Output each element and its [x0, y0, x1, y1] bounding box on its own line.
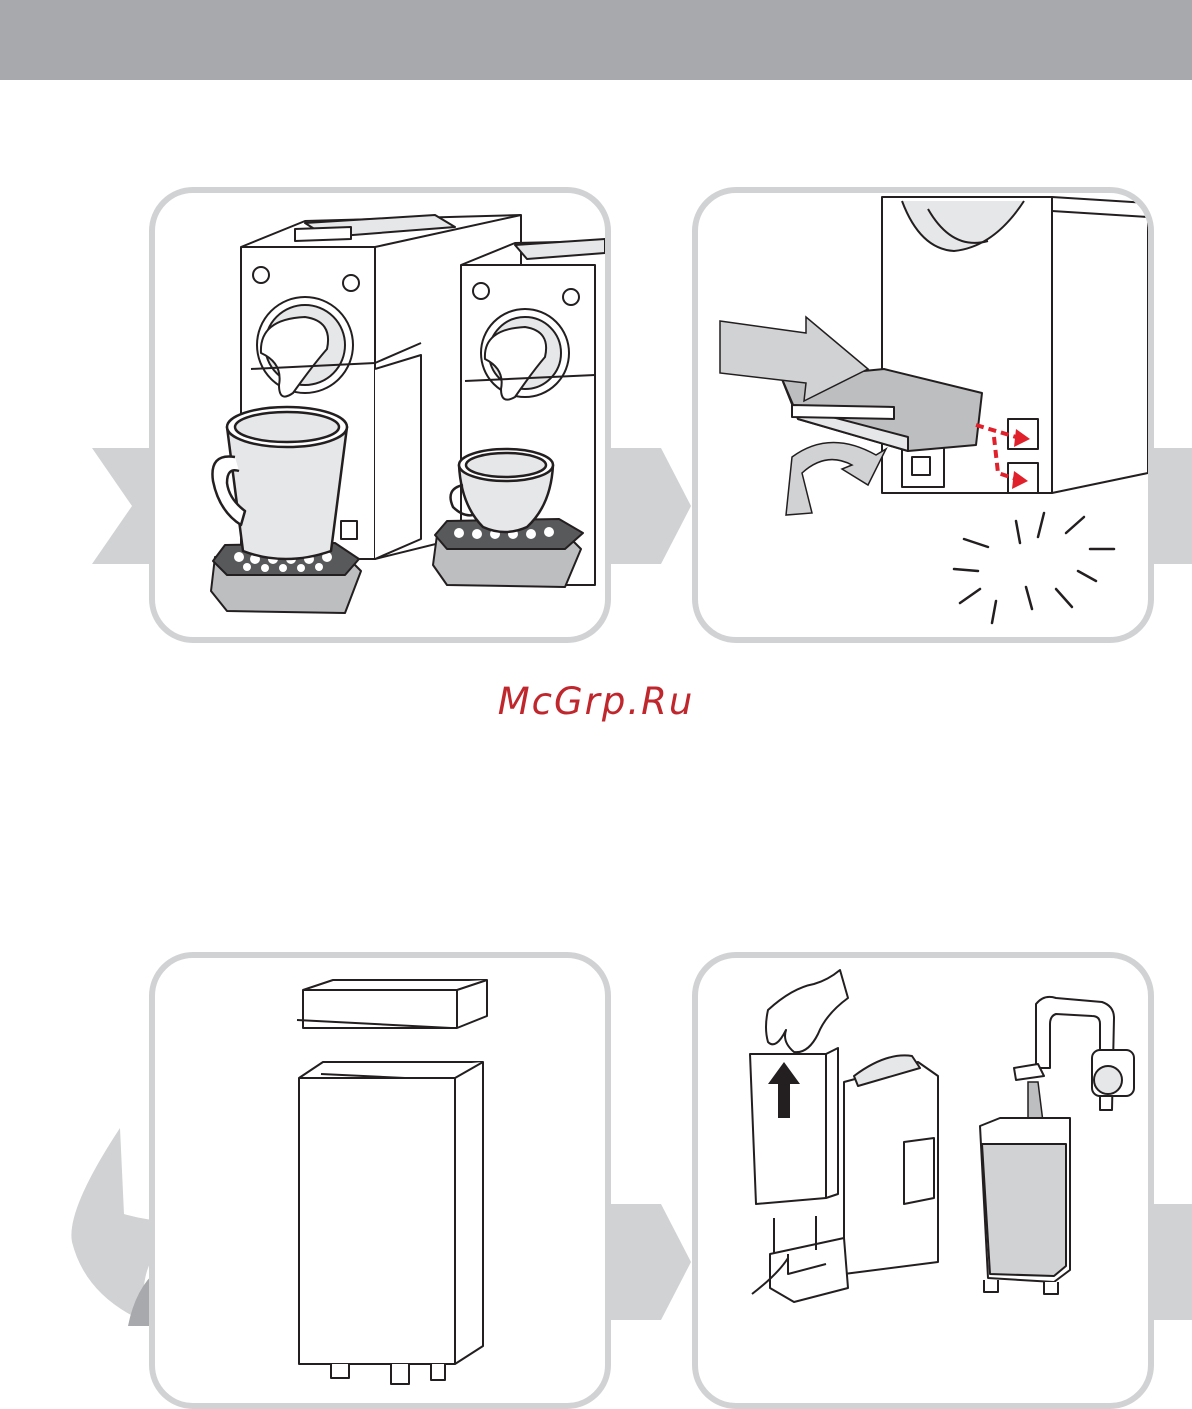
- step-arrow-icon: [1154, 1196, 1192, 1326]
- water-tank-and-lid-icon: [155, 958, 605, 1409]
- panel-cups-on-drip-tray: [149, 187, 611, 643]
- watermark: McGrp.Ru: [0, 680, 1192, 723]
- two-coffee-machines-with-cups-icon: [155, 193, 605, 637]
- header-bar: [0, 0, 1192, 80]
- panel-drip-tray-attach: [692, 187, 1154, 643]
- step-arrow-icon: [611, 440, 691, 570]
- step-arrow-icon: [1154, 440, 1192, 570]
- panel-water-tank-lid: [149, 952, 611, 1409]
- drip-tray-click-into-place-icon: [698, 193, 1148, 637]
- remove-and-fill-water-tank-icon: [698, 958, 1148, 1409]
- panel-fill-water-tank: [692, 952, 1154, 1409]
- step-arrow-icon: [611, 1196, 691, 1326]
